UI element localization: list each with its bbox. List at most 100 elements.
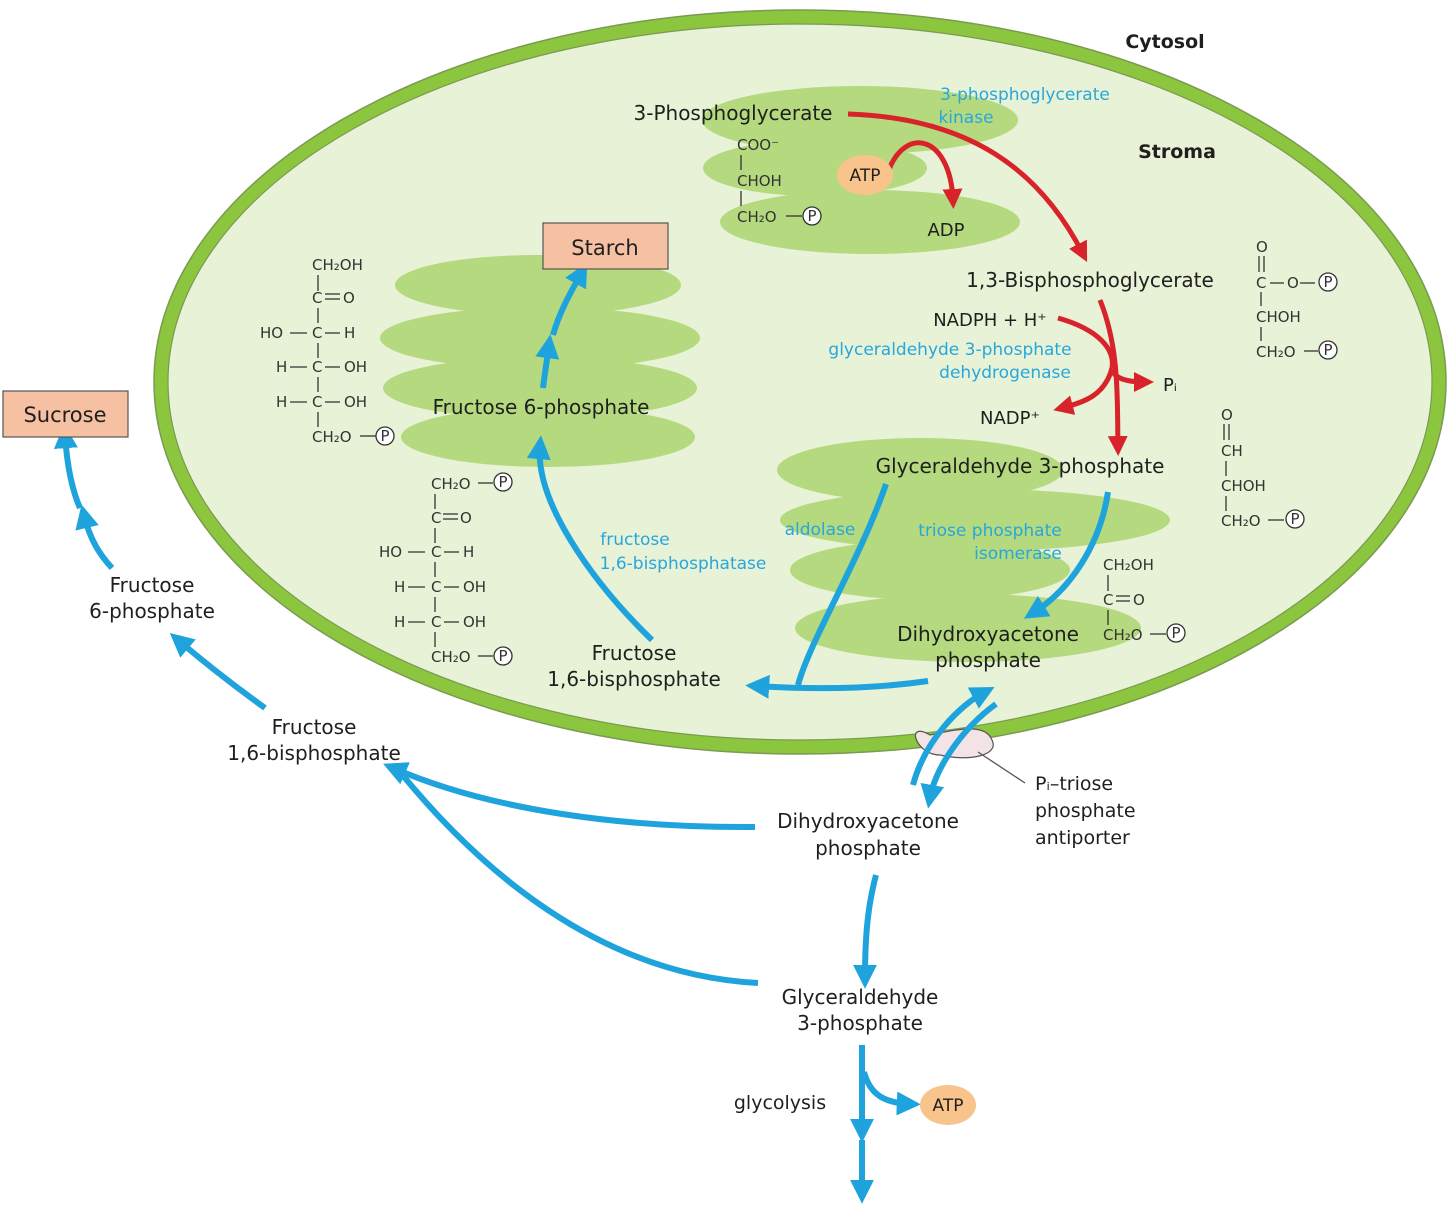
- svg-text:CH: CH: [1221, 442, 1243, 460]
- starch-box: [542, 222, 669, 270]
- dhap-stroma-label-1: Dihydroxyacetone: [897, 622, 1079, 646]
- arrow-f6p-to-sucrose-b: [53, 424, 83, 510]
- arrow-g3p-to-dhap: [1023, 491, 1111, 619]
- svg-text:CHOH: CHOH: [1256, 308, 1301, 326]
- sucrose-box: [2, 390, 129, 438]
- f6p-stroma-label: Fructose 6-phosphate: [433, 395, 650, 419]
- sucrose-label: Sucrose: [23, 403, 106, 427]
- atp-badge-stroma: [837, 155, 893, 195]
- atp-stroma-label: ATP: [850, 166, 881, 186]
- dhap-cytosol-label-1: Dihydroxyacetone: [777, 809, 959, 833]
- svg-text:C: C: [312, 289, 322, 307]
- svg-text:OH: OH: [344, 358, 367, 376]
- arrow-g3p-to-fbp-cytosol: [397, 770, 759, 986]
- atp-cytosol-label: ATP: [933, 1096, 964, 1116]
- svg-text:O: O: [1221, 406, 1233, 424]
- svg-text:P: P: [1171, 624, 1180, 642]
- svg-text:P: P: [498, 473, 507, 491]
- nadph-label: NADPH + H⁺: [933, 310, 1047, 331]
- antiporter-label-1: Pᵢ–triose: [1035, 773, 1113, 795]
- tpi-label-1: triose phosphate: [918, 521, 1061, 541]
- tpi-label-2: isomerase: [974, 544, 1062, 564]
- svg-text:OH: OH: [463, 578, 486, 596]
- svg-text:H: H: [394, 613, 405, 631]
- arrow-atp-branch: [885, 140, 963, 209]
- dhap-stroma-label-2: phosphate: [935, 648, 1041, 672]
- svg-text:P: P: [498, 647, 507, 665]
- antiporter-label-3: antiporter: [1035, 827, 1130, 849]
- starch-label: Starch: [571, 236, 638, 260]
- arrow-nadph-branch: [1057, 315, 1115, 369]
- svg-text:OH: OH: [463, 613, 486, 631]
- fbpase-label-1: fructose: [600, 530, 669, 550]
- arrow-f6p-to-sucrose-a: [75, 504, 115, 571]
- arrow-pga-to-bpg: [847, 111, 1088, 263]
- antiporter-label-2: phosphate: [1035, 800, 1136, 822]
- fbp-stroma-label-1: Fructose: [592, 641, 677, 665]
- granum-right: [777, 438, 1170, 662]
- svg-text:HO: HO: [260, 324, 283, 342]
- svg-text:H: H: [463, 543, 474, 561]
- arrow-to-pi: [1109, 368, 1154, 392]
- structure-1-3-bisphosphoglycerate: O C O P CHOH CH₂O P: [1256, 238, 1338, 361]
- arrow-f6p-to-starch-a: [535, 334, 560, 389]
- arrow-fbp-to-f6p-cytosol: [169, 632, 267, 711]
- arrow-dhap-to-fbp: [745, 674, 929, 699]
- structure-fructose-1-6-bisphosphate: CH₂O P C O HO C H H C OH H C OH CH₂O P: [379, 472, 513, 666]
- structure-3-phosphoglycerate: COO⁻ CHOH CH₂O P: [737, 136, 822, 226]
- svg-text:O: O: [343, 289, 355, 307]
- svg-text:P: P: [1323, 341, 1332, 359]
- g3p-label: Glyceraldehyde 3-phosphate: [876, 454, 1165, 478]
- atp-badge-cytosol: [920, 1085, 976, 1125]
- pga-label: 3-Phosphoglycerate: [634, 101, 833, 125]
- g3p-cytosol-label-1: Glyceraldehyde: [782, 985, 939, 1009]
- gapdh-label-1: glyceraldehyde 3-phosphate: [828, 340, 1071, 360]
- g3p-cytosol-label-2: 3-phosphate: [797, 1011, 923, 1035]
- fbp-cytosol-label-2: 1,6-bisphosphate: [227, 741, 401, 765]
- svg-text:CHOH: CHOH: [737, 172, 782, 190]
- svg-text:P: P: [1323, 273, 1332, 291]
- svg-text:C: C: [1103, 591, 1113, 609]
- arrow-fbp-to-f6p: [526, 435, 655, 643]
- svg-text:C: C: [431, 543, 441, 561]
- f6p-cytosol-label-2: 6-phosphate: [89, 599, 215, 623]
- pgk-label-1: 3-phosphoglycerate: [940, 85, 1110, 105]
- bpg-label: 1,3-Bisphosphoglycerate: [966, 268, 1214, 292]
- svg-text:CHOH: CHOH: [1221, 477, 1266, 495]
- svg-text:C: C: [312, 393, 322, 411]
- svg-text:C: C: [431, 578, 441, 596]
- svg-text:CH₂O: CH₂O: [737, 208, 777, 226]
- cytosol-label: Cytosol: [1125, 31, 1204, 53]
- svg-text:C: C: [312, 358, 322, 376]
- svg-text:CH₂OH: CH₂OH: [312, 256, 363, 274]
- svg-text:C: C: [312, 324, 322, 342]
- svg-text:HO: HO: [379, 543, 402, 561]
- svg-text:CH₂O: CH₂O: [431, 648, 471, 666]
- arrow-g3p-to-fbp: [795, 483, 889, 686]
- svg-text:C: C: [431, 613, 441, 631]
- arrow-export-dhap: [920, 701, 998, 809]
- fbpase-label-2: 1,6-bisphosphatase: [600, 554, 767, 574]
- svg-text:O: O: [1287, 274, 1299, 292]
- svg-text:CH₂O: CH₂O: [1256, 343, 1296, 361]
- dhap-cytosol-label-2: phosphate: [815, 836, 921, 860]
- fbp-stroma-label-2: 1,6-bisphosphate: [547, 667, 721, 691]
- svg-text:P: P: [807, 207, 816, 225]
- fbp-cytosol-label-1: Fructose: [272, 715, 357, 739]
- svg-text:P: P: [380, 427, 389, 445]
- svg-text:H: H: [276, 358, 287, 376]
- arrow-dhap-to-g3p-cytosol: [853, 874, 879, 989]
- svg-text:COO⁻: COO⁻: [737, 136, 779, 154]
- svg-text:P: P: [1290, 510, 1299, 528]
- aldolase-label: aldolase: [785, 520, 856, 540]
- svg-text:CH₂O: CH₂O: [312, 428, 352, 446]
- arrow-f6p-to-starch-b: [550, 262, 588, 336]
- svg-text:CH₂O: CH₂O: [431, 475, 471, 493]
- stroma-region: [167, 23, 1433, 741]
- svg-text:O: O: [460, 509, 472, 527]
- svg-text:H: H: [394, 578, 405, 596]
- pi-label: Pᵢ: [1163, 375, 1177, 396]
- nadp-label: NADP⁺: [980, 408, 1040, 429]
